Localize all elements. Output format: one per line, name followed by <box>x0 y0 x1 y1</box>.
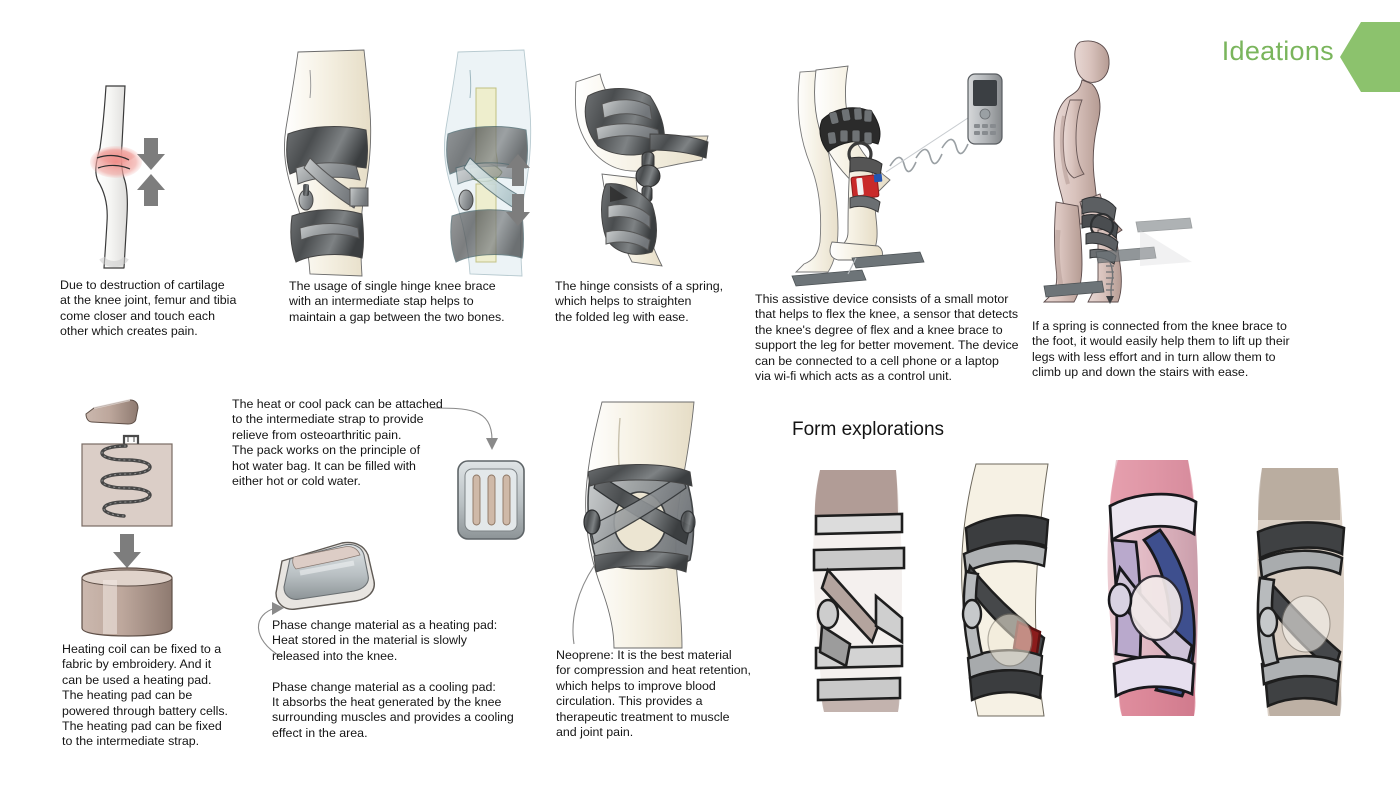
caption-hinge-spring: The hinge consists of a spring, which he… <box>555 279 724 324</box>
compression-arrow-up <box>137 174 165 206</box>
gap-arrow-up <box>506 154 530 186</box>
hot-water-pack-illustration <box>452 455 532 545</box>
tab-chevron-shape <box>1340 22 1400 92</box>
heating-pad-cylinder <box>81 567 173 637</box>
pcm-tray-illustration <box>270 533 380 613</box>
gap-arrow-down <box>506 194 530 226</box>
form-exploration-brace-4 <box>1248 466 1358 718</box>
ideations-tab-label: Ideations <box>1221 36 1334 66</box>
neoprene-knee-illustration <box>560 400 740 650</box>
form-explorations-heading: Form explorations <box>792 419 945 440</box>
caption-neoprene: Neoprene: It is the best material for co… <box>556 648 751 740</box>
caption-spring-to-foot: If a spring is connected from the knee b… <box>1032 319 1290 380</box>
stairs-figure-illustration <box>1040 34 1250 314</box>
caption-heat-cool-pack: The heat or cool pack can be attached to… <box>232 397 443 489</box>
folded-knee-hinge-illustration <box>566 66 741 276</box>
caption-cartilage-destruction: Due to destruction of cartilage at the k… <box>60 278 237 339</box>
caption-phase-change-material: Phase change material as a heating pad: … <box>272 618 514 740</box>
leader-line-to-pack <box>429 407 498 450</box>
caption-single-hinge-brace: The usage of single hinge knee brace wit… <box>289 279 505 324</box>
form-exploration-brace-2 <box>952 462 1062 718</box>
caption-assistive-device: This assistive device consists of a smal… <box>755 292 1019 384</box>
ideations-tab[interactable]: Ideations <box>1221 22 1400 92</box>
assistive-motor-leg-illustration <box>786 46 1021 291</box>
compression-arrow-down <box>137 138 165 170</box>
caption-heating-coil: Heating coil can be fixed to a fabric by… <box>62 642 228 749</box>
heating-coil-fabric <box>81 434 173 527</box>
knee-joint-pain-illustration <box>78 82 198 272</box>
heating-coil-stack-illustration <box>66 392 236 637</box>
leader-line-to-tray <box>257 602 284 657</box>
knee-brace-pair-illustration <box>280 48 545 283</box>
assembly-arrow-down <box>113 534 141 568</box>
cellphone-icon <box>967 73 1003 145</box>
form-exploration-brace-1 <box>806 466 916 716</box>
form-exploration-brace-3 <box>1100 458 1210 720</box>
battery-cell-icon <box>85 399 139 425</box>
